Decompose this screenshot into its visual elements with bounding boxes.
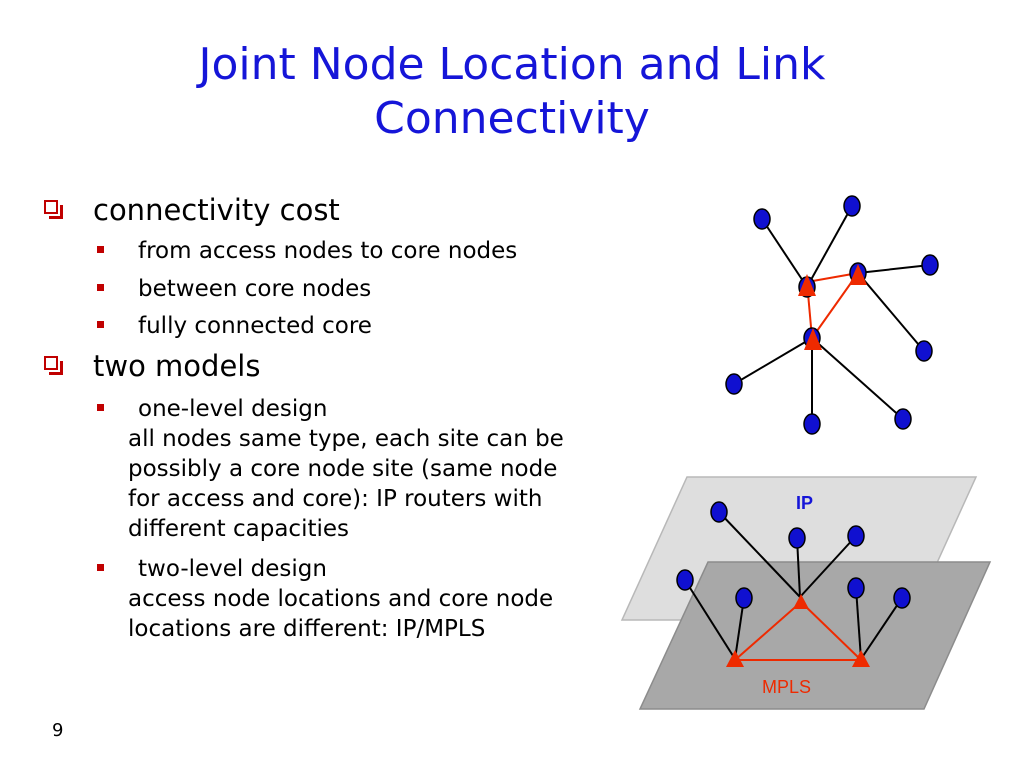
access-node-circle	[803, 413, 821, 435]
ip-layer-label: IP	[796, 493, 813, 513]
detail-line: for access and core): IP routers with	[128, 486, 543, 512]
access-nodes	[676, 501, 911, 609]
square-bullet-icon	[97, 284, 104, 291]
page-number: 9	[52, 720, 64, 741]
access-node-circle	[847, 525, 865, 547]
square-bullet-icon	[97, 564, 104, 571]
slide-title-line-1: Joint Node Location and Link	[198, 39, 826, 90]
bullet-text: connectivity cost	[93, 193, 340, 227]
slide-title-line-2: Connectivity	[374, 93, 650, 144]
detail-line: different capacities	[128, 516, 350, 542]
checkbox-bullet-icon	[44, 356, 63, 375]
access-node-circle	[676, 569, 694, 591]
detail-line: possibly a core node site (same node	[128, 456, 558, 482]
sub-bullet-text: one-level design	[138, 396, 328, 422]
sub-bullet-text: from access nodes to core nodes	[138, 238, 518, 264]
access-node-circle	[710, 501, 728, 523]
access-links	[733, 205, 931, 424]
access-node-circle	[915, 340, 933, 362]
core-links	[734, 601, 862, 661]
detail-line: access node locations and core node	[128, 586, 554, 612]
core-node-triangle	[798, 274, 816, 296]
access-node-circle	[843, 195, 861, 217]
sub-bullet: from access nodes to core nodes	[97, 236, 517, 266]
sub-bullet: fully connected core	[97, 311, 372, 341]
square-bullet-icon	[97, 321, 104, 328]
bullet-text: two models	[93, 349, 261, 383]
access-node-circle	[788, 527, 806, 549]
sub-bullet: one-level design	[97, 394, 327, 424]
detail-line: all nodes same type, each site can be	[128, 426, 564, 452]
core-node-triangle	[849, 264, 867, 285]
one-level-network-diagram	[725, 195, 939, 435]
slide-title: Joint Node Location and Link Connectivit…	[40, 38, 984, 146]
core-node-triangle	[804, 328, 822, 350]
access-nodes	[725, 195, 939, 435]
access-node-circle	[893, 587, 911, 609]
detail-line: locations are different: IP/MPLS	[128, 616, 486, 642]
mpls-layer-label: MPLS	[762, 677, 811, 697]
core-nodes	[726, 594, 870, 667]
square-bullet-icon	[97, 404, 104, 411]
two-level-network-diagram: IP MPLS	[620, 476, 992, 710]
access-node-circle	[735, 587, 753, 609]
checkbox-bullet-icon	[44, 200, 63, 219]
access-node-circle	[753, 208, 771, 230]
access-node-circle	[894, 408, 912, 430]
square-bullet-icon	[97, 246, 104, 253]
access-node-circle	[847, 577, 865, 599]
core-node-triangle	[726, 650, 744, 667]
sub-bullet: between core nodes	[97, 274, 371, 304]
access-node-circle	[725, 373, 743, 395]
access-links	[684, 511, 903, 660]
core-node-triangle	[852, 650, 870, 667]
core-node-triangle	[793, 594, 809, 609]
sub-bullet-text: between core nodes	[138, 276, 372, 302]
sub-bullet: two-level design	[97, 554, 327, 584]
sub-bullet-text: fully connected core	[138, 313, 372, 339]
bullet-two-models: two models	[44, 350, 260, 382]
bullet-connectivity-cost: connectivity cost	[44, 194, 340, 226]
core-nodes	[798, 264, 867, 350]
access-node-circle	[921, 254, 939, 276]
sub-bullet-text: two-level design	[138, 556, 327, 582]
